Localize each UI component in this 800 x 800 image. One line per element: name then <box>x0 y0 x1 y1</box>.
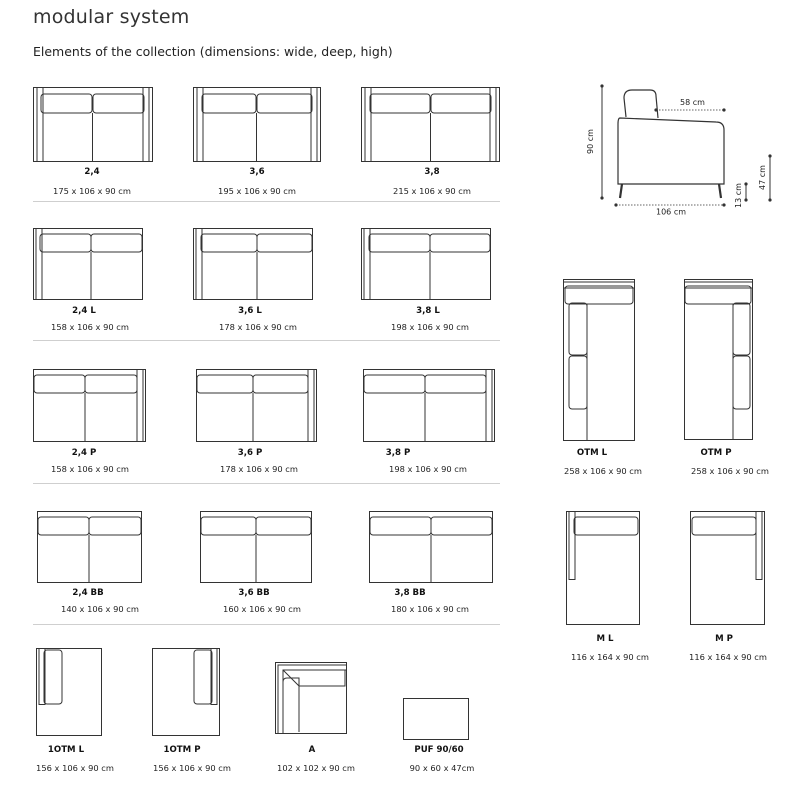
element-dimensions: 178 x 106 x 90 cm <box>219 322 297 332</box>
element-2-4 <box>33 87 153 162</box>
element-dimensions: 178 x 106 x 90 cm <box>220 464 298 474</box>
element-3-8-l <box>361 228 491 300</box>
element-label: 3,6 L <box>238 306 262 316</box>
element-label: 2,4 L <box>72 306 96 316</box>
element-label: 3,8 BB <box>394 588 426 598</box>
element-2-4-bb <box>37 511 142 583</box>
element-3-8-p <box>363 369 495 442</box>
element-dimensions: 160 x 106 x 90 cm <box>223 604 301 614</box>
element-dimensions: 258 x 106 x 90 cm <box>564 466 642 476</box>
element-3-6-l <box>193 228 313 300</box>
element-dimensions: 156 x 106 x 90 cm <box>153 763 231 773</box>
element-dimensions: 140 x 106 x 90 cm <box>61 604 139 614</box>
element-3-8 <box>361 87 500 162</box>
element-label: M L <box>596 634 614 644</box>
side-view-seat-height: 47 cm <box>758 165 767 190</box>
element-a <box>275 662 347 734</box>
element-dimensions: 90 x 60 x 47cm <box>409 763 475 773</box>
element-dimensions: 180 x 106 x 90 cm <box>391 604 469 614</box>
element-dimensions: 102 x 102 x 90 cm <box>277 763 355 773</box>
element-3-6-bb <box>200 511 312 583</box>
page-title: modular system <box>33 6 190 28</box>
element-dimensions: 195 x 106 x 90 cm <box>218 186 296 196</box>
side-view-diagram: 58 cm 106 cm 90 cm 13 cm 47 cm <box>580 80 780 220</box>
side-view-leg-height: 13 cm <box>734 183 743 208</box>
element-label: OTM L <box>576 448 608 458</box>
side-view-total-height: 90 cm <box>586 129 595 154</box>
element-dimensions: 215 x 106 x 90 cm <box>393 186 471 196</box>
element-dimensions: 175 x 106 x 90 cm <box>53 186 131 196</box>
element-1otm-p <box>152 648 220 736</box>
element-label: 2,4 BB <box>72 588 104 598</box>
element-puf <box>403 698 469 740</box>
element-3-6-p <box>196 369 317 442</box>
element-label: 3,8 <box>424 167 440 177</box>
element-m-l <box>566 511 640 625</box>
element-label: 3,8 P <box>385 448 411 458</box>
element-2-4-l <box>33 228 143 300</box>
element-dimensions: 156 x 106 x 90 cm <box>36 763 114 773</box>
element-dimensions: 198 x 106 x 90 cm <box>389 464 467 474</box>
element-label: A <box>308 745 316 755</box>
element-label: 3,8 L <box>416 306 440 316</box>
element-1otm-l <box>36 648 102 736</box>
element-otm-l <box>563 279 635 441</box>
element-dimensions: 258 x 106 x 90 cm <box>691 466 769 476</box>
divider <box>33 340 500 341</box>
element-label: 1OTM L <box>47 745 85 755</box>
page-subtitle: Elements of the collection (dimensions: … <box>33 44 393 59</box>
element-label: 1OTM P <box>163 745 201 755</box>
divider <box>33 624 500 625</box>
element-dimensions: 158 x 106 x 90 cm <box>51 322 129 332</box>
element-label: 2,4 <box>84 167 100 177</box>
element-m-p <box>690 511 765 625</box>
element-3-6 <box>193 87 321 162</box>
element-otm-p <box>684 279 753 440</box>
side-view-total-depth: 106 cm <box>656 208 686 217</box>
element-dimensions: 158 x 106 x 90 cm <box>51 464 129 474</box>
element-dimensions: 116 x 164 x 90 cm <box>689 652 767 662</box>
side-view-depth-back: 58 cm <box>680 98 705 107</box>
element-label: 3,6 <box>249 167 265 177</box>
element-dimensions: 116 x 164 x 90 cm <box>571 652 649 662</box>
element-label: 2,4 P <box>71 448 97 458</box>
element-3-8-bb <box>369 511 493 583</box>
divider <box>33 201 500 202</box>
element-label: M P <box>715 634 733 644</box>
element-label: 3,6 BB <box>238 588 270 598</box>
element-label: 3,6 P <box>237 448 263 458</box>
element-2-4-p <box>33 369 146 442</box>
divider <box>33 483 500 484</box>
element-label: PUF 90/60 <box>414 745 464 755</box>
element-label: OTM P <box>700 448 732 458</box>
element-dimensions: 198 x 106 x 90 cm <box>391 322 469 332</box>
